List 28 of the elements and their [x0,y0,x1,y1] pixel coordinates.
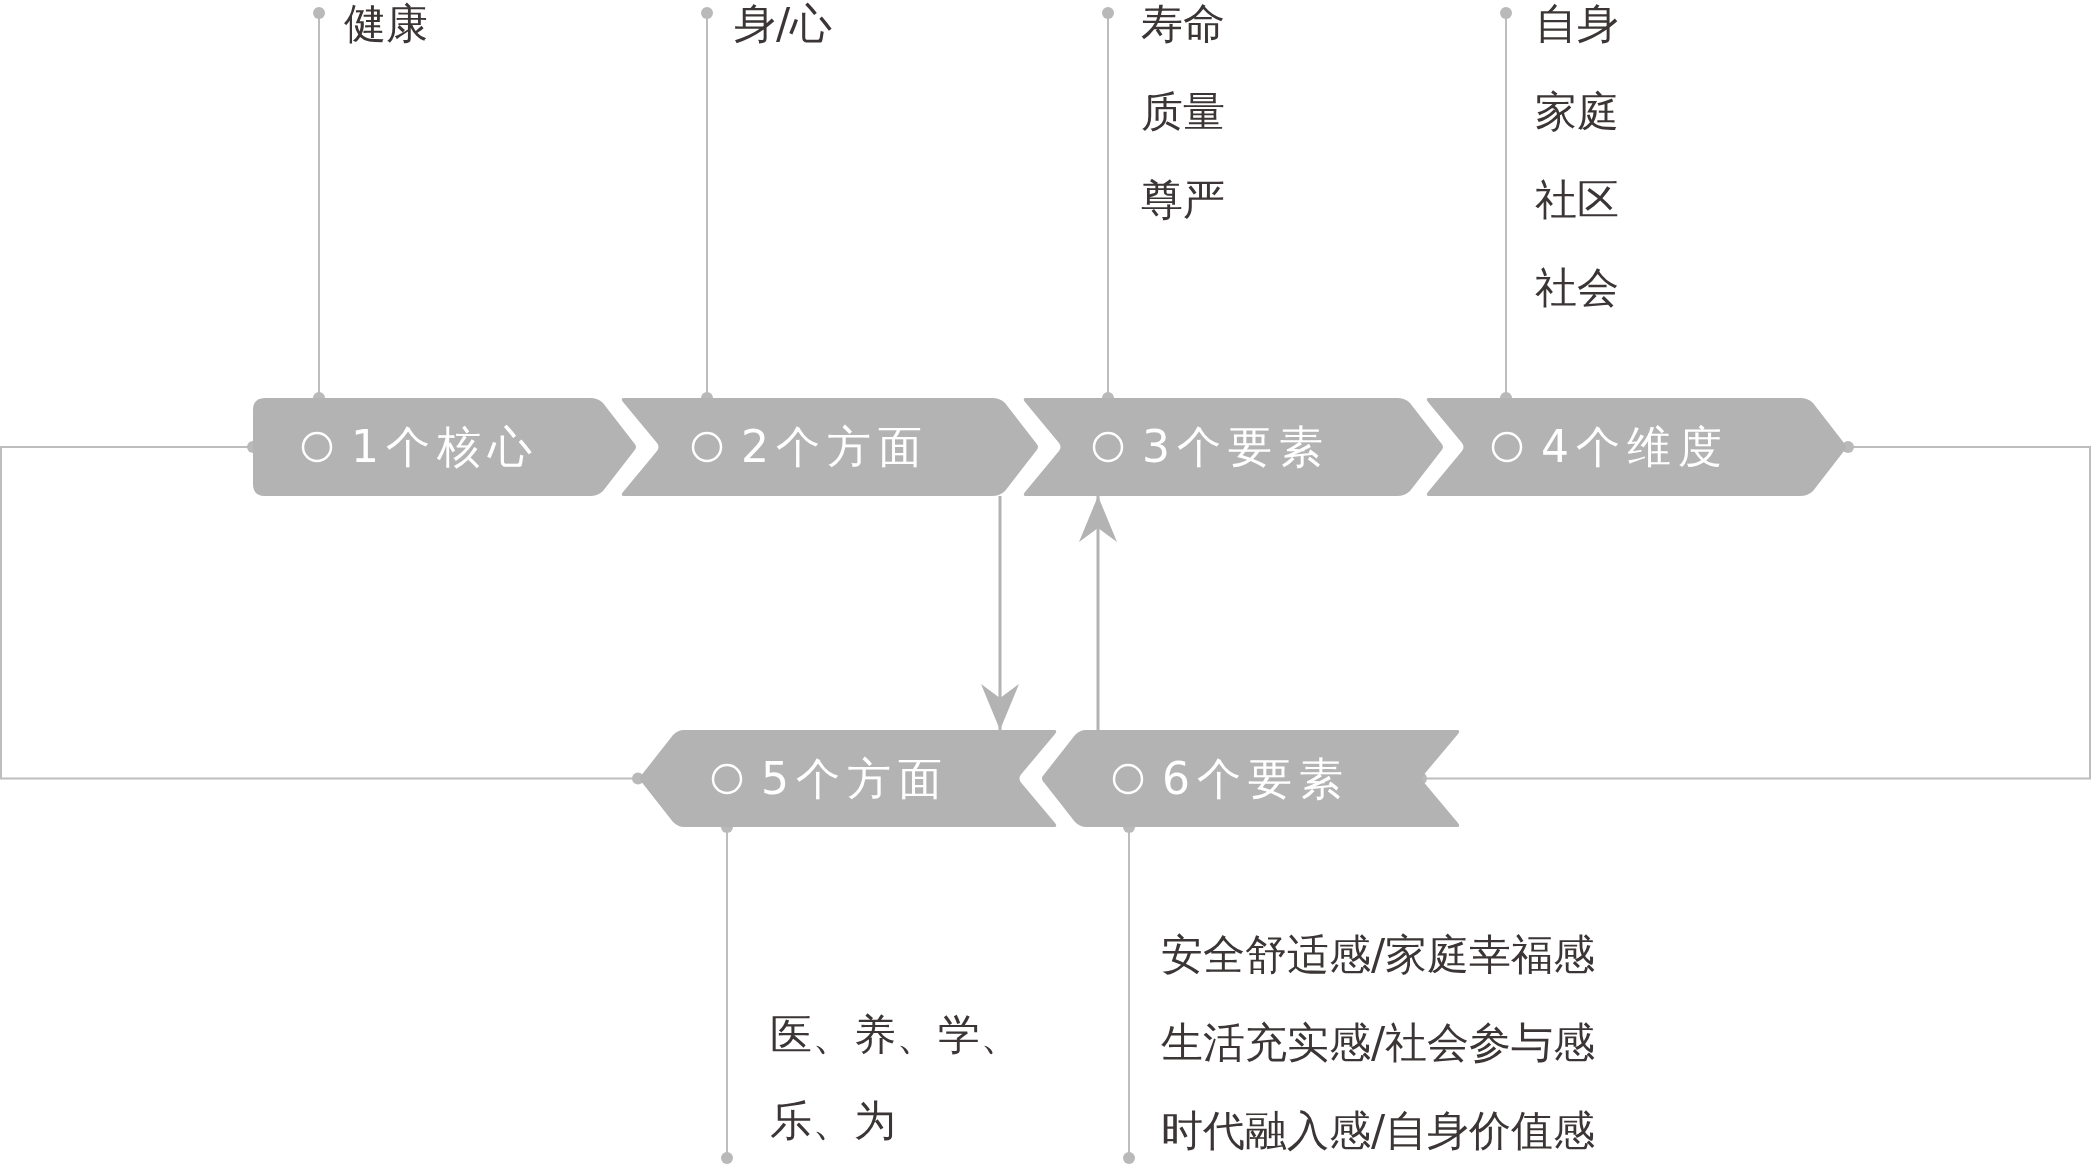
item-text: 医、养、学、乐、为 [770,1009,1023,1147]
item-text: 尊严 [1141,176,1225,224]
item-text: 时代融入感/自身价值感 [1161,1107,1596,1155]
item-text: 寿命 [1141,0,1225,48]
step-label: 6个要素 [1162,756,1350,801]
step-label: 3个要素 [1142,425,1330,469]
item-text: 身/心 [734,0,833,48]
item-text: 社会 [1535,264,1619,312]
step-label: 2个方面 [741,425,929,469]
step-label: 5个方面 [761,756,949,801]
arrow [981,496,1019,730]
chevron-step [1425,398,1848,496]
item-text: 社区 [1535,176,1619,224]
arrow [1079,496,1117,730]
item-text: 家庭 [1535,88,1619,136]
chevron-step [620,398,1040,496]
item-text: 质量 [1141,88,1225,136]
item-text: 自身 [1535,0,1619,48]
chevron-step [1040,730,1461,827]
item-text: 生活充实感/社会参与感 [1161,1019,1596,1067]
step-label: 1个核心 [351,425,539,469]
chevron-step [253,398,638,496]
step-label: 4个维度 [1541,425,1729,469]
connector-line [0,441,644,785]
item-text: 安全舒适感/家庭幸福感 [1161,931,1596,979]
chevron-step [638,730,1058,827]
item-text: 健康 [344,0,428,48]
chevron-step [1022,398,1445,496]
